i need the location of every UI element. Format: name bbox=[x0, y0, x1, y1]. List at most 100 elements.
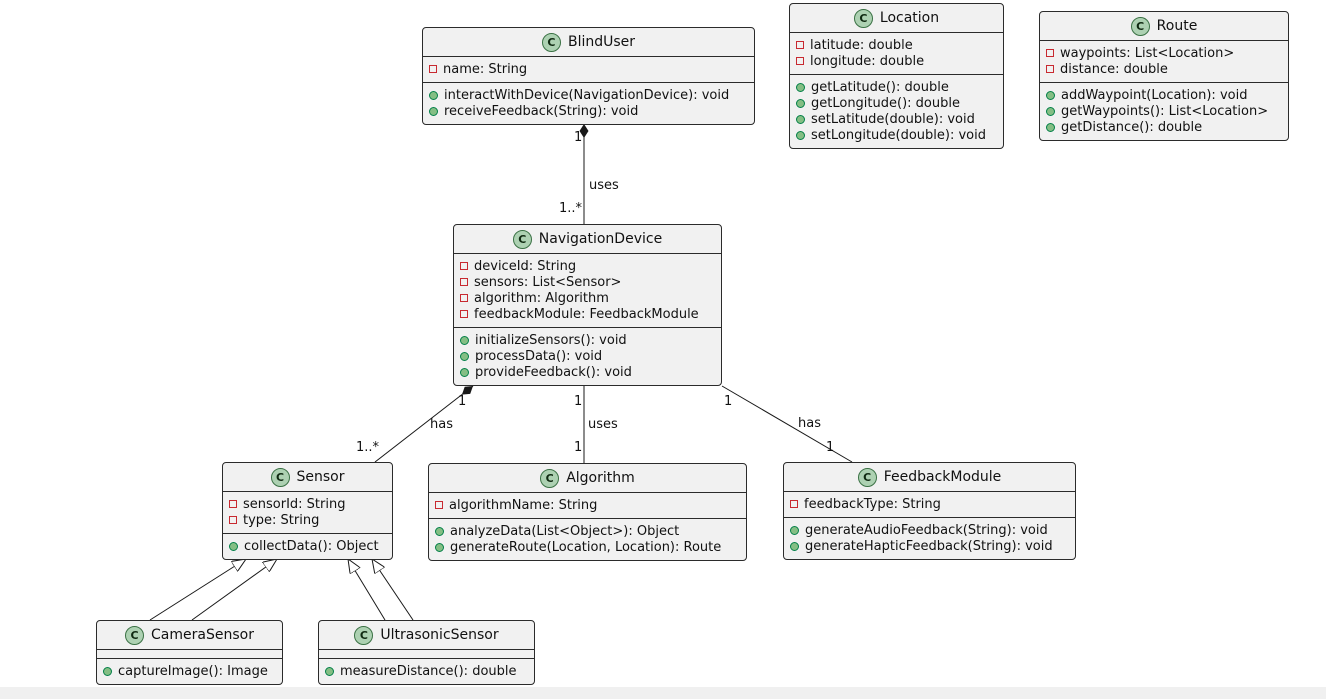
attribute-row: type: String bbox=[229, 512, 384, 528]
methods-compartment: addWaypoint(Location): void getWaypoints… bbox=[1040, 82, 1288, 140]
private-field-icon bbox=[435, 501, 443, 509]
class-name: UltrasonicSensor bbox=[380, 627, 499, 643]
class-name: Algorithm bbox=[566, 470, 635, 486]
method-row: getLatitude(): double bbox=[796, 79, 995, 95]
public-method-icon bbox=[229, 541, 238, 551]
class-sensor: C Sensor sensorId: String type: String c… bbox=[222, 462, 393, 560]
public-method-icon bbox=[460, 335, 469, 345]
private-field-icon bbox=[460, 278, 468, 286]
method-text: addWaypoint(Location): void bbox=[1061, 87, 1248, 103]
class-ultrasonicsensor-title: C UltrasonicSensor bbox=[319, 621, 534, 650]
method-row: provideFeedback(): void bbox=[460, 364, 713, 380]
multiplicity-navdevice-feedback-from: 1 bbox=[724, 394, 733, 409]
private-field-icon bbox=[229, 516, 237, 524]
attributes-compartment: algorithmName: String bbox=[429, 493, 746, 518]
class-icon: C bbox=[857, 467, 877, 487]
attribute-text: feedbackType: String bbox=[804, 496, 941, 512]
method-row: getDistance(): double bbox=[1046, 119, 1280, 135]
private-field-icon bbox=[1046, 49, 1054, 57]
class-name: BlindUser bbox=[567, 34, 636, 50]
attribute-row: sensorId: String bbox=[229, 496, 384, 512]
class-sensor-title: C Sensor bbox=[223, 463, 392, 492]
method-row: analyzeData(List<Object>): Object bbox=[435, 523, 738, 539]
class-camerasensor: C CameraSensor captureImage(): Image bbox=[96, 620, 283, 685]
attributes-compartment: feedbackType: String bbox=[784, 492, 1075, 517]
public-method-icon bbox=[103, 666, 112, 676]
class-algorithm-title: C Algorithm bbox=[429, 464, 746, 493]
class-icon: C bbox=[512, 229, 532, 249]
private-field-icon bbox=[460, 262, 468, 270]
multiplicity-blinduser-end: 1 bbox=[574, 130, 583, 145]
private-field-icon bbox=[429, 65, 437, 73]
attribute-row: algorithm: Algorithm bbox=[460, 290, 713, 306]
method-row: getWaypoints(): List<Location> bbox=[1046, 103, 1280, 119]
attribute-text: sensorId: String bbox=[243, 496, 346, 512]
attributes-compartment-empty bbox=[97, 650, 282, 658]
class-route-title: C Route bbox=[1040, 12, 1288, 41]
public-method-icon bbox=[796, 130, 805, 140]
class-navigationdevice: C NavigationDevice deviceId: String sens… bbox=[453, 224, 722, 386]
multiplicity-sensor-end: 1..* bbox=[356, 440, 380, 455]
class-blinduser-title: C BlindUser bbox=[423, 28, 754, 57]
attribute-row: sensors: List<Sensor> bbox=[460, 274, 713, 290]
class-icon: C bbox=[540, 468, 560, 488]
multiplicity-navdevice-sensor-from: 1 bbox=[458, 394, 467, 409]
class-icon: C bbox=[853, 8, 873, 28]
attribute-text: deviceId: String bbox=[474, 258, 577, 274]
public-method-icon bbox=[435, 542, 444, 552]
public-method-icon bbox=[796, 82, 805, 92]
method-row: generateHapticFeedback(String): void bbox=[790, 538, 1067, 554]
edge-navigationdevice-feedbackmodule-association bbox=[721, 385, 853, 463]
class-name: FeedbackModule bbox=[883, 469, 1002, 485]
class-icon: C bbox=[541, 32, 561, 52]
attribute-text: longitude: double bbox=[810, 53, 925, 69]
methods-compartment: captureImage(): Image bbox=[97, 658, 282, 684]
public-method-icon bbox=[1046, 106, 1055, 116]
method-text: receiveFeedback(String): void bbox=[444, 103, 639, 119]
method-row: collectData(): Object bbox=[229, 538, 384, 554]
class-blinduser: C BlindUser name: String interactWithDev… bbox=[422, 27, 755, 125]
method-row: getLongitude(): double bbox=[796, 95, 995, 111]
method-text: generateAudioFeedback(String): void bbox=[805, 522, 1048, 538]
attributes-compartment: deviceId: String sensors: List<Sensor> a… bbox=[454, 254, 721, 327]
method-row: measureDistance(): double bbox=[325, 663, 526, 679]
public-method-icon bbox=[1046, 90, 1055, 100]
methods-compartment: collectData(): Object bbox=[223, 533, 392, 559]
method-row: setLongitude(double): void bbox=[796, 127, 995, 143]
attribute-row: latitude: double bbox=[796, 37, 995, 53]
method-text: provideFeedback(): void bbox=[475, 364, 632, 380]
attribute-row: feedbackModule: FeedbackModule bbox=[460, 306, 713, 322]
attribute-row: name: String bbox=[429, 61, 746, 77]
class-name: Route bbox=[1156, 18, 1198, 34]
method-row: generateAudioFeedback(String): void bbox=[790, 522, 1067, 538]
method-text: getLatitude(): double bbox=[811, 79, 949, 95]
method-text: getDistance(): double bbox=[1061, 119, 1203, 135]
attribute-text: sensors: List<Sensor> bbox=[474, 274, 622, 290]
attribute-row: distance: double bbox=[1046, 61, 1280, 77]
method-text: generateHapticFeedback(String): void bbox=[805, 538, 1053, 554]
public-method-icon bbox=[1046, 122, 1055, 132]
attributes-compartment-empty bbox=[319, 650, 534, 658]
method-row: generateRoute(Location, Location): Route bbox=[435, 539, 738, 555]
method-text: analyzeData(List<Object>): Object bbox=[450, 523, 680, 539]
method-row: initializeSensors(): void bbox=[460, 332, 713, 348]
attributes-compartment: waypoints: List<Location> distance: doub… bbox=[1040, 41, 1288, 82]
attribute-text: type: String bbox=[243, 512, 320, 528]
method-row: receiveFeedback(String): void bbox=[429, 103, 746, 119]
methods-compartment: generateAudioFeedback(String): void gene… bbox=[784, 517, 1075, 559]
public-method-icon bbox=[435, 526, 444, 536]
method-text: getWaypoints(): List<Location> bbox=[1061, 103, 1269, 119]
class-icon: C bbox=[270, 467, 290, 487]
class-feedbackmodule-title: C FeedbackModule bbox=[784, 463, 1075, 492]
edge-label-has-feedback: has bbox=[798, 416, 821, 431]
edge-camerasensor-sensor-inheritance-1 bbox=[149, 559, 246, 621]
class-name: Location bbox=[879, 10, 940, 26]
private-field-icon bbox=[229, 500, 237, 508]
methods-compartment: analyzeData(List<Object>): Object genera… bbox=[429, 518, 746, 560]
public-method-icon bbox=[460, 351, 469, 361]
edge-label-uses-algorithm: uses bbox=[588, 417, 618, 432]
method-text: interactWithDevice(NavigationDevice): vo… bbox=[444, 87, 730, 103]
methods-compartment: measureDistance(): double bbox=[319, 658, 534, 684]
